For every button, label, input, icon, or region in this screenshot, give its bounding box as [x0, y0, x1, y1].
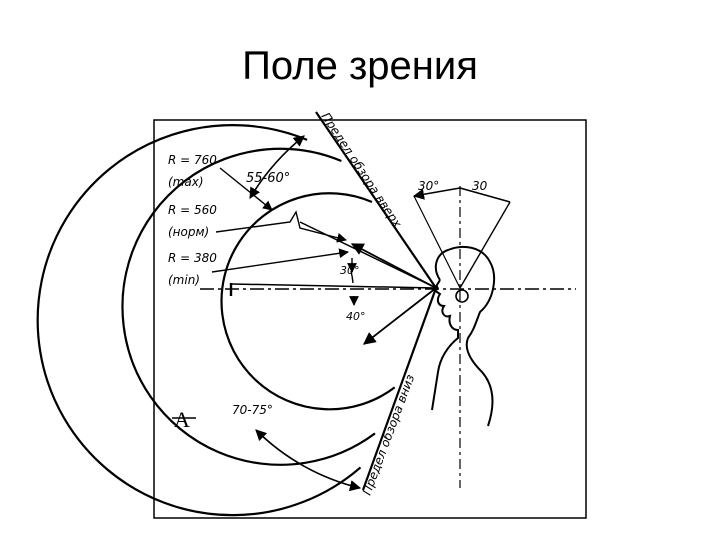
label-r-min-sub: (min)	[168, 273, 200, 287]
label-r-norm-sub: (норм)	[168, 225, 209, 239]
diagram-frame	[153, 119, 587, 519]
leader-rmin	[211, 248, 349, 273]
label-r-min: R = 380	[168, 251, 217, 265]
ear-icon	[455, 289, 469, 303]
head-turn-right	[459, 187, 511, 203]
head-profile	[434, 245, 496, 427]
range-arc-upper	[249, 135, 305, 199]
head-turn-left-ray	[413, 195, 461, 289]
lower-limit-line	[361, 287, 438, 491]
label-angle-30-down: 30°	[340, 264, 360, 277]
label-r-norm: R = 560	[168, 203, 217, 217]
ray-40-down	[363, 287, 437, 345]
ray-to-rnorm	[299, 221, 437, 289]
head-turn-left	[412, 187, 461, 200]
label-r-max-sub: (max)	[168, 175, 204, 189]
eye-point	[433, 285, 439, 291]
range-arc-lower	[255, 429, 362, 492]
slide-title: Поле зрения	[242, 44, 478, 88]
label-angle-40-down: 40°	[346, 310, 366, 323]
ray-to-rmin	[231, 283, 437, 289]
arc-r760	[36, 124, 362, 517]
label-r-max: R = 760	[168, 153, 217, 167]
label-angle-lower: 70-75°	[232, 403, 273, 417]
arc-r560	[121, 147, 376, 466]
label-limit-up: Предел обзора вверх	[318, 110, 404, 231]
label-angle-upper: 55-60°	[246, 171, 290, 186]
upper-limit-line	[315, 111, 437, 289]
label-angle-30-right: 30	[472, 179, 488, 193]
head-turn-right-ray	[459, 201, 511, 289]
label-angle-30-left: 30°	[418, 179, 439, 193]
leader-rmax	[219, 167, 273, 211]
panel-letter: А	[174, 407, 190, 432]
leader-rnorm	[215, 210, 347, 243]
face-profile	[431, 279, 459, 411]
